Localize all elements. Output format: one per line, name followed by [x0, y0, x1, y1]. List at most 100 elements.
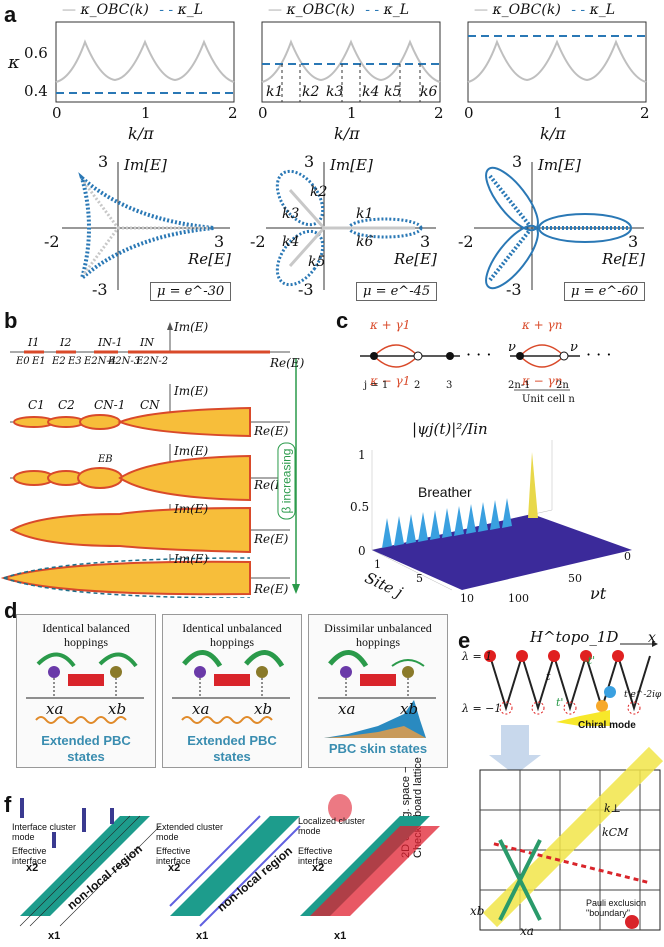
spec-x-right: 3 [420, 232, 431, 251]
hop-label: κ − γ1 [370, 374, 411, 388]
unit-cell-label: Unit cell n [522, 394, 575, 405]
cluster-mode-label: Extended cluster mode [156, 822, 224, 842]
x-axis-label: k/π [128, 124, 154, 143]
spec-re-label: Re[E] [188, 250, 231, 268]
xb-label: xb [470, 904, 485, 918]
svg-text:· · ·: · · · [586, 345, 611, 364]
spec-x-left: -2 [458, 232, 474, 251]
hop-label: t e^-2iφ [624, 690, 662, 700]
bubble-row-3 [9, 504, 290, 554]
panel-label-e: e [458, 628, 471, 653]
y-tick: 0.4 [24, 82, 48, 100]
interface-label: Effective interface [156, 846, 191, 866]
spectrum-plot-2 [266, 162, 436, 290]
spec-y-bottom: -3 [506, 280, 522, 299]
hop-label: t' [556, 696, 564, 709]
region-label: CN [140, 398, 160, 412]
svg-text:· · ·: · · · [466, 345, 491, 364]
x2-label: x2 [168, 862, 181, 874]
re-label: Re(E) [254, 582, 289, 596]
xa-label: xa [46, 700, 64, 718]
k-label: k1 [266, 84, 284, 100]
box-state: Extended PBC states [41, 733, 131, 764]
re-label: Re(E) [270, 356, 305, 370]
x-tick: 0 [464, 104, 474, 122]
spec-re-label: Re[E] [602, 250, 645, 268]
legend: — κ_OBC(k) - - κ_L [62, 2, 204, 18]
panel-label-c: c [336, 308, 349, 333]
mu-label: μ = e^-60 [564, 282, 646, 301]
t-axis-label: νt [590, 584, 607, 603]
panel-label-d: d [4, 598, 18, 623]
xa-label: xa [338, 700, 356, 718]
cluster-plot-1 [19, 798, 161, 927]
im-label: Im(E) [174, 384, 209, 398]
x1-label: x1 [48, 930, 61, 942]
panel-e-graphics [479, 641, 664, 931]
spectrum-plot-3 [474, 162, 644, 290]
im-label: Im(E) [174, 444, 209, 458]
panel-a-graphics [55, 21, 647, 290]
site-label: 3 [446, 380, 453, 391]
mu-label: μ = e^-45 [356, 282, 438, 301]
mu-label: μ = e^-30 [150, 282, 232, 301]
bubble-row-1 [10, 384, 290, 438]
nu-label: ν [570, 340, 578, 355]
hop-label: t [546, 670, 551, 683]
box2-art [172, 650, 290, 724]
box-title: Identical balanced hoppings [42, 621, 130, 649]
site-tick: 1 [374, 558, 381, 571]
x-tick: 0 [258, 104, 268, 122]
hamiltonian-label: H^topo_1D [530, 628, 619, 646]
energy-label: E0 [16, 356, 30, 367]
box-title: Identical unbalanced hoppings [182, 621, 282, 649]
box-state: PBC skin states [328, 741, 428, 756]
kappa-plot-3: — κ_OBC(k) - - κ_L [474, 2, 616, 18]
interval-label: IN [140, 336, 154, 349]
eb-label: EB [98, 454, 113, 465]
site-tick: 5 [416, 572, 423, 585]
im-label: Im(E) [174, 502, 209, 516]
kappa-plot-2: — κ_OBC(k) - - κ_L [268, 2, 410, 18]
site-tick: 10 [460, 592, 474, 605]
interface-label: Effective interface [298, 846, 333, 866]
cluster-mode-label: Localized cluster mode [298, 816, 366, 836]
spec-re-label: Re[E] [394, 250, 437, 268]
kappa-plot-1: — κ_OBC(k) - - κ_L [56, 2, 236, 152]
energy-label: E2 [52, 356, 66, 367]
bubble-row-4 [0, 554, 290, 598]
x-tick: 1 [347, 104, 357, 122]
region-label: C2 [58, 398, 75, 412]
xb-label: xb [254, 700, 273, 718]
energy-label: E2N-3 [108, 356, 141, 367]
spec-x-right: 3 [628, 232, 639, 251]
z-tick: 1 [358, 448, 366, 462]
panel-f-graphics [19, 794, 440, 927]
box-state: Extended PBC states [187, 733, 277, 764]
hop-label: -t' [584, 654, 596, 667]
panel-label-b: b [4, 308, 18, 333]
box-title: Dissimilar unbalanced hoppings [324, 621, 432, 649]
hopping-box-2: Identical unbalanced hoppings Extended P… [162, 614, 302, 768]
panel-label-f: f [4, 792, 12, 817]
spec-y-bottom: -3 [92, 280, 108, 299]
panel-label-a: a [4, 2, 17, 27]
x-label: x [648, 630, 656, 646]
spec-k-label: k6 [356, 234, 374, 250]
spec-x-left: -2 [44, 232, 60, 251]
site-label: 2 [414, 380, 421, 391]
pauli-label: Pauli exclusion "boundary" [586, 898, 647, 918]
x1-label: x1 [196, 930, 209, 942]
interval-label: I1 [28, 336, 40, 349]
energy-label: E3 [68, 356, 82, 367]
t-tick: 50 [568, 572, 582, 585]
panel-d-graphics [26, 650, 436, 738]
site-label: 2n-1 [508, 380, 531, 391]
hopping-box-3: Dissimilar unbalanced hoppings PBC skin … [308, 614, 448, 768]
x-tick: 2 [228, 104, 238, 122]
cluster-plot-2 [169, 815, 301, 927]
xa-label: xa [520, 924, 534, 938]
spec-k-label: k2 [310, 184, 328, 200]
breather-plot [371, 440, 632, 591]
k-cm-label: kCM [602, 826, 629, 839]
